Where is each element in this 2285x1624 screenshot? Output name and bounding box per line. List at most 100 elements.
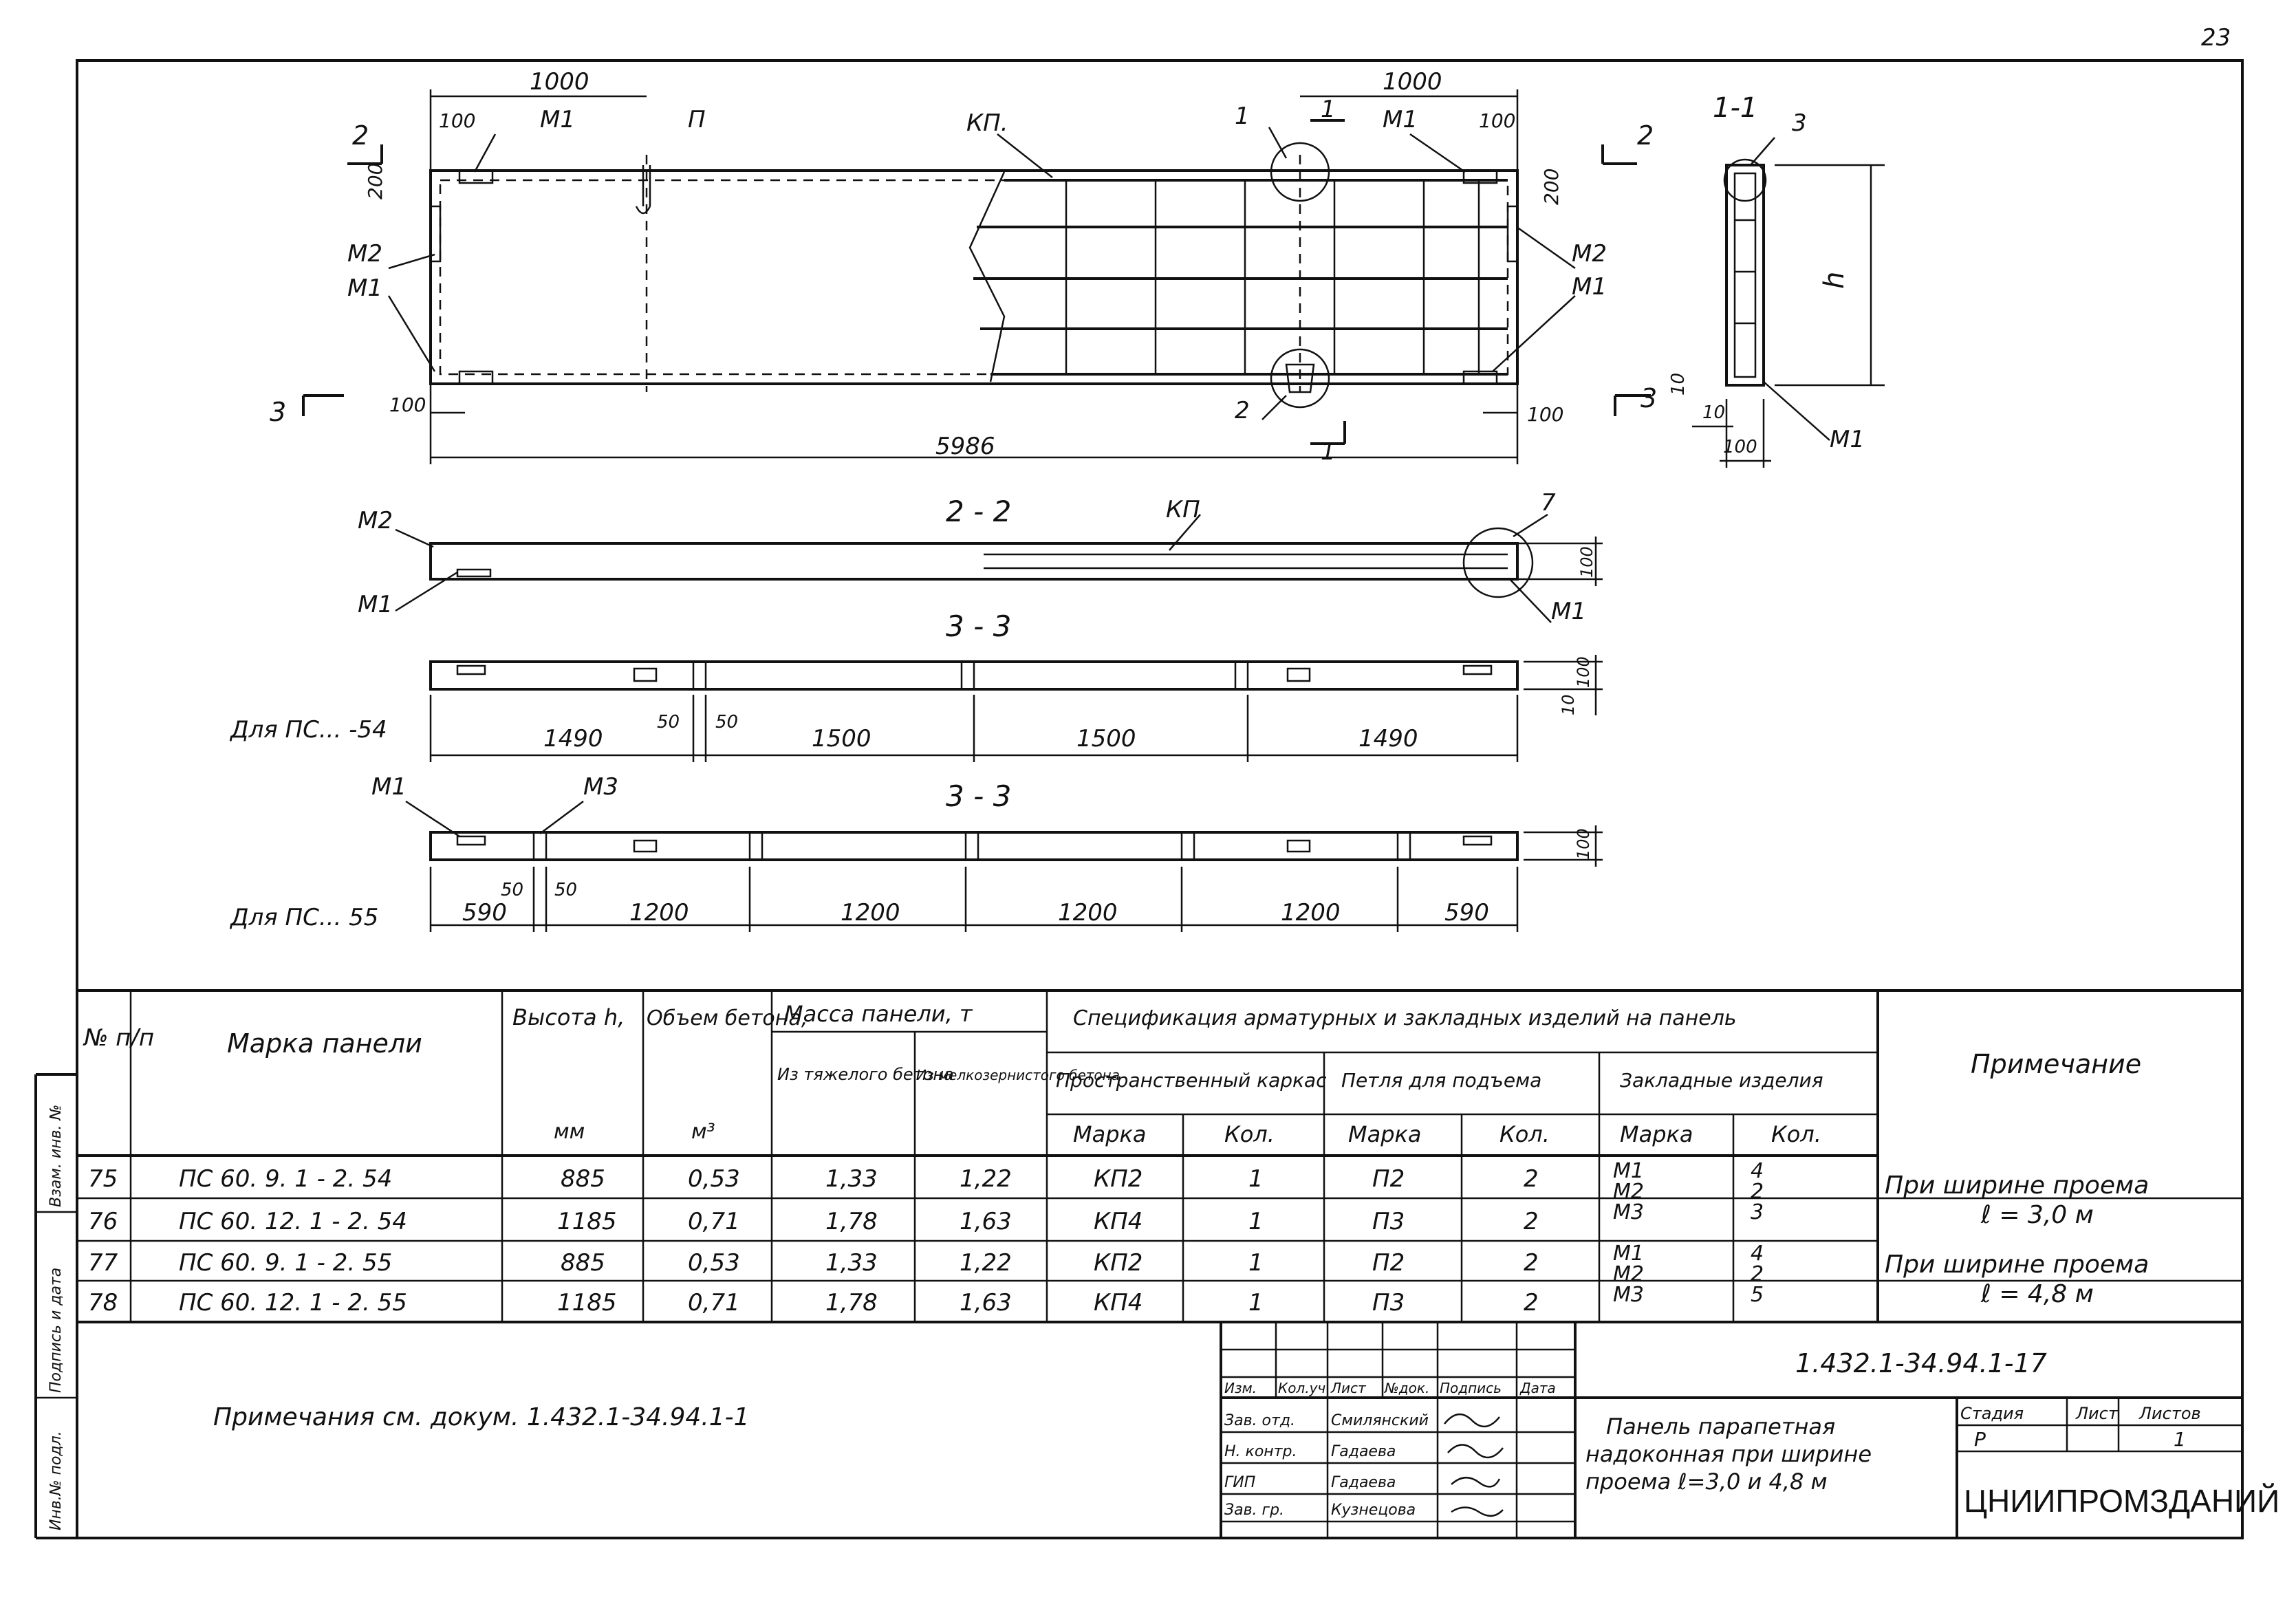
dim-50-d: 50 (554, 880, 577, 900)
label-M1-left: M1 (347, 274, 382, 302)
embed-M3 (1286, 839, 1311, 853)
section-3-3-55-outline (429, 831, 1519, 861)
section-1-1: 1-1 3 h M1 100 10 10 (1668, 92, 1885, 468)
leader-M1 (1763, 381, 1830, 441)
leader-3 (1750, 137, 1775, 166)
cell-frame-qty: 1 (1248, 1208, 1264, 1235)
cell-frame: КП2 (1094, 1165, 1142, 1193)
cell-num: 75 (88, 1165, 118, 1193)
leader-7 (1513, 513, 1548, 538)
label-M1-right: M1 (1572, 273, 1607, 301)
reinforcement-grid (973, 179, 1508, 376)
org-name: ЦНИИПРОМЗДАНИЙ (1964, 1483, 2279, 1519)
head-embed: Закладные изделия (1620, 1069, 1823, 1092)
embed-group-1: М1 М2 М3 4 2 3 При ширине проема ℓ = 3,0… (1613, 1159, 2149, 1229)
title-block: Изм. Кол.уч Лист №док. Подпись Дата Зав.… (1220, 1322, 2279, 1538)
section-2-2-title: 2 - 2 (946, 495, 1011, 528)
embed-qty: 4 (1751, 1159, 1764, 1183)
head-height-unit: мм (554, 1120, 585, 1144)
footnote: Примечания см. докум. 1.432.1-34.94.1-1 (213, 1403, 750, 1431)
head-spec: Спецификация арматурных и закладных изде… (1073, 1006, 1737, 1030)
dim-54-2: 1500 (812, 725, 871, 753)
dim-10-section-v: 10 (1668, 373, 1689, 396)
side-stamp-text-1: Инв.№ подл. (47, 1431, 65, 1530)
stage-head: Стадия (1960, 1404, 2024, 1423)
role-1: Зав. отд. (1224, 1412, 1295, 1429)
sheets-head: Листов (2138, 1404, 2201, 1423)
sheet-frame (76, 59, 2244, 1539)
detail-circle-3 (1723, 158, 1767, 202)
table-row: 78 ПС 60. 12. 1 - 2. 55 1185 0,71 1,78 1… (88, 1289, 1539, 1317)
side-stamp-text-2: Подпись и дата (47, 1268, 65, 1393)
dim-1000-left: 1000 (530, 68, 589, 96)
cell-h: 1185 (557, 1208, 617, 1235)
embed-qty: 5 (1751, 1283, 1764, 1307)
cut-label-3-left: 3 (270, 397, 286, 427)
title-line-2: надоконная при ширине (1585, 1441, 1872, 1467)
dim-100-section: 100 (1723, 437, 1757, 457)
cell-loop-qty: 2 (1524, 1208, 1539, 1235)
cell-frame-qty: 1 (1248, 1289, 1264, 1317)
cut-label-1-bottom: 1 (1321, 438, 1336, 466)
label-M1-section-3: M1 (1551, 598, 1586, 625)
name-4: Кузнецова (1331, 1502, 1416, 1519)
table-row: 76 ПС 60. 12. 1 - 2. 54 1185 0,71 1,78 1… (88, 1208, 1539, 1235)
note-line-1: При ширине проема (1885, 1251, 2149, 1279)
dim-100-right: 100 (1479, 109, 1515, 132)
cell-frame: КП4 (1094, 1208, 1142, 1235)
leader-M1 (1409, 133, 1466, 173)
cell-fine: 1,63 (960, 1289, 1012, 1317)
name-3: Гадаева (1331, 1474, 1396, 1491)
head-frame-mark: Марка (1073, 1121, 1146, 1147)
dim-100-section-4: 100 (1574, 828, 1593, 860)
panel-plan-view: 1000 1000 100 100 100 100 200 200 5986 M… (270, 68, 1657, 466)
embed-M1 (456, 664, 486, 675)
section-1-1-cage (1733, 172, 1757, 378)
head-num: № п/п (83, 1024, 154, 1052)
title-line-1: Панель парапетная (1606, 1414, 1835, 1440)
embed-M2-left (429, 205, 442, 263)
side-stamp-text-3: Взам. инв. № (47, 1105, 65, 1207)
cell-loop: П3 (1372, 1289, 1405, 1317)
embed-mark: М1 (1613, 1159, 1644, 1183)
col-head-qty: Кол.уч (1278, 1380, 1325, 1396)
cell-h: 885 (561, 1165, 605, 1193)
signature-2 (1447, 1444, 1504, 1458)
leader-M1 (405, 800, 460, 838)
dim-55-2: 1200 (629, 899, 689, 927)
embed-mark: М1 (1613, 1242, 1644, 1266)
leader-M1 (387, 295, 436, 372)
cell-loop-qty: 2 (1524, 1249, 1539, 1277)
dim-total: 5986 (935, 433, 995, 460)
leader-M2 (395, 528, 434, 548)
col-head-sheet: Лист (1330, 1380, 1367, 1396)
section-2-2-outline (429, 542, 1519, 581)
callout-3: 3 (1792, 109, 1807, 137)
embed-group-2: М1 М2 М3 4 2 5 При ширине проема ℓ = 4,8… (1613, 1242, 2149, 1308)
cell-frame: КП2 (1094, 1249, 1142, 1277)
leader-M2 (388, 253, 435, 270)
detail-circle-2 (1270, 348, 1330, 409)
cell-num: 77 (88, 1249, 118, 1277)
dim-50-c: 50 (501, 880, 523, 900)
cell-mark: ПС 60. 9. 1 - 2. 54 (179, 1165, 392, 1193)
detail-circle-7 (1462, 527, 1534, 598)
dim-10-section: 10 (1702, 402, 1725, 423)
head-frame-qty: Кол. (1224, 1121, 1275, 1147)
dim-10-section-3: 10 (1559, 694, 1578, 715)
dim-100-section-2: 100 (1577, 546, 1596, 578)
cell-frame-qty: 1 (1248, 1249, 1264, 1277)
col-head-sign: Подпись (1440, 1380, 1502, 1396)
leader-M1 (395, 571, 458, 612)
role-4: Зав. гр. (1224, 1502, 1284, 1519)
leader-KP (997, 133, 1053, 178)
leader-M1 (1492, 295, 1576, 372)
leader-M3 (539, 800, 584, 835)
dim-50-b: 50 (715, 712, 738, 733)
dim-200-left: 200 (364, 163, 387, 199)
title-line-3: проема ℓ=3,0 и 4,8 м (1585, 1469, 1828, 1495)
label-P: П (688, 106, 706, 133)
cell-heavy: 1,33 (825, 1165, 878, 1193)
embed-M1-top-right (1462, 169, 1498, 184)
embed-mark: М2 (1613, 1180, 1644, 1204)
